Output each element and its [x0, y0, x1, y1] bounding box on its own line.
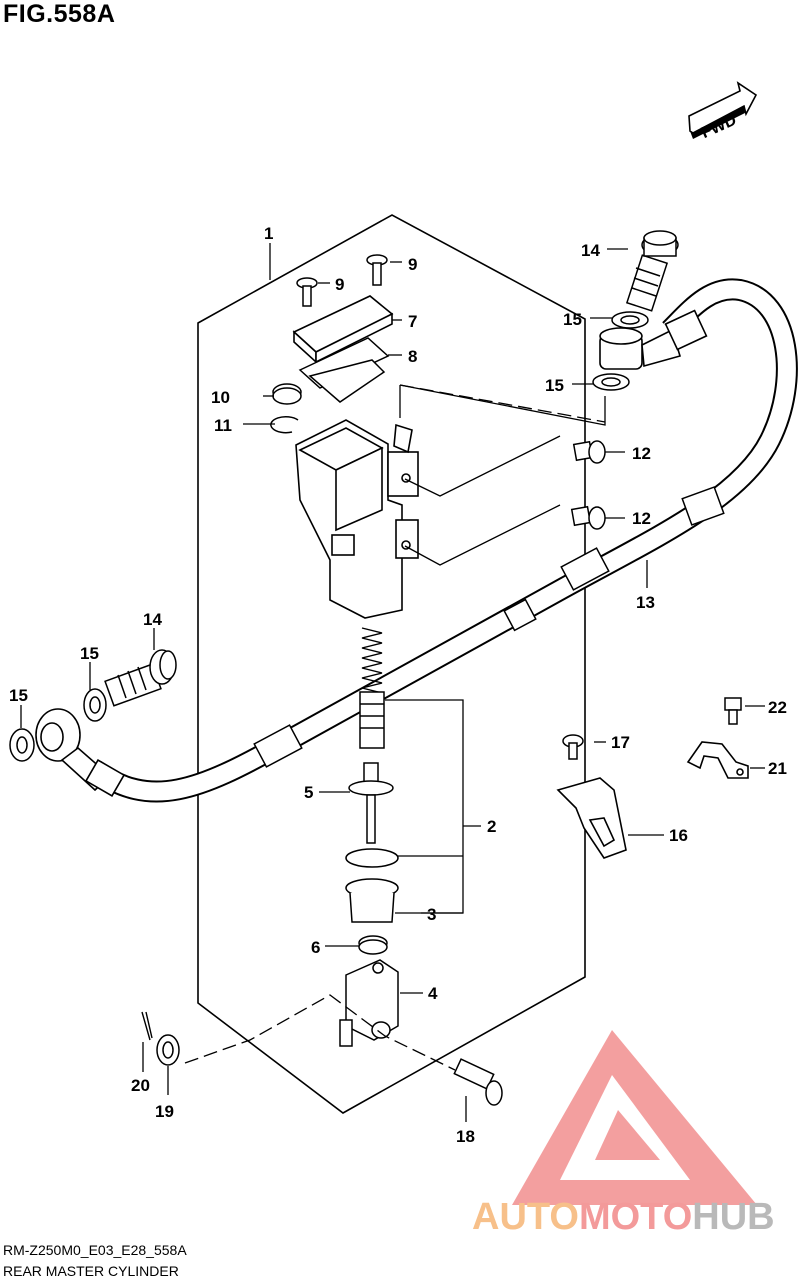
washer-15-d [9, 728, 35, 762]
fwd-arrow-icon: FWD [688, 81, 758, 142]
watermark-auto: AUTO [472, 1196, 579, 1238]
brake-hose [88, 278, 798, 803]
callout-5: 5 [304, 783, 313, 802]
piston [359, 691, 385, 749]
washer-19 [156, 1034, 180, 1066]
dashed-guides [184, 384, 606, 1071]
callout-19: 19 [155, 1102, 174, 1121]
circlip-2 [345, 848, 399, 868]
callout-14-a: 14 [581, 241, 600, 260]
callout-2: 2 [487, 817, 496, 836]
watermark-logo [512, 1030, 757, 1205]
callout-12-a: 12 [632, 444, 651, 463]
callouts: 1 9 9 7 8 10 11 14 15 15 12 12 13 14 15 … [9, 224, 787, 1146]
callout-15-c: 15 [80, 644, 99, 663]
callout-9-a: 9 [335, 275, 344, 294]
callout-16: 16 [669, 826, 688, 845]
banjo-fitting-upper [599, 309, 708, 370]
callout-9-b: 9 [408, 255, 417, 274]
reservoir-diaphragm [298, 337, 390, 403]
callout-14-b: 14 [143, 610, 162, 629]
watermark-hub: HUB [692, 1196, 775, 1238]
clevis-4 [339, 959, 399, 1047]
callout-22: 22 [768, 698, 787, 717]
callout-1: 1 [264, 224, 273, 243]
cotter-pin-20 [141, 1011, 153, 1041]
banjo-bolt-lower [104, 649, 177, 707]
callout-4: 4 [428, 984, 438, 1003]
nut-6 [358, 935, 388, 955]
boot-3 [345, 878, 399, 923]
callout-21: 21 [768, 759, 787, 778]
cap-bolt-9-b [366, 254, 388, 286]
callout-18: 18 [456, 1127, 475, 1146]
circlip-11 [270, 415, 299, 434]
bolt-22 [724, 697, 742, 725]
banjo-fitting-lower [35, 708, 126, 797]
callout-12-b: 12 [632, 509, 651, 528]
callout-20: 20 [131, 1076, 150, 1095]
washer-15-a [611, 311, 649, 329]
banjo-bolt-upper [625, 230, 679, 312]
clevis-pin-18 [453, 1058, 503, 1106]
callout-10: 10 [211, 388, 230, 407]
bolt-17 [562, 734, 584, 760]
callout-8: 8 [408, 347, 417, 366]
washer-15-c [83, 688, 107, 722]
mounting-bolt-12-b [570, 505, 606, 530]
plate-10 [272, 383, 302, 405]
hose-guide-16 [556, 777, 627, 859]
callout-13: 13 [636, 593, 655, 612]
mounting-bolt-12-a [572, 440, 606, 464]
cap-bolt-9-a [296, 277, 318, 307]
callout-3: 3 [427, 905, 436, 924]
callout-6: 6 [311, 938, 320, 957]
pushrod [348, 762, 394, 844]
assembly-outline [197, 214, 586, 1114]
callout-7: 7 [408, 312, 417, 331]
callout-15-a: 15 [563, 310, 582, 329]
watermark-text: AUTOMOTOHUB [472, 1196, 775, 1239]
figure-code: RM-Z250M0_E03_E28_558A [3, 1242, 187, 1258]
reservoir-cap [292, 295, 394, 364]
clamp-21 [686, 741, 749, 779]
callout-11: 11 [214, 416, 232, 435]
figure-name: REAR MASTER CYLINDER [3, 1263, 179, 1279]
callout-17: 17 [611, 733, 630, 752]
callout-15-d: 15 [9, 686, 28, 705]
piston-spring [361, 627, 383, 694]
callout-15-b: 15 [545, 376, 564, 395]
watermark-moto: MOTO [578, 1196, 693, 1238]
master-cylinder-body [295, 419, 419, 619]
leader-lines [20, 243, 765, 1122]
figure-title: FIG.558A [3, 0, 116, 28]
washer-15-b [592, 373, 630, 391]
